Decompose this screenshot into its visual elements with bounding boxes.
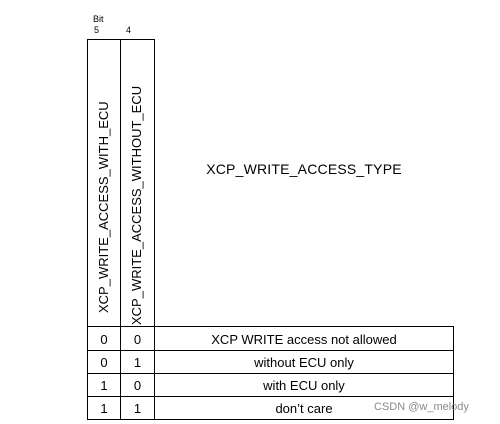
row-3-description: with ECU only (263, 378, 345, 393)
row-3-bit5: 1 (100, 378, 108, 393)
row-4-bit4: 1 (133, 401, 142, 416)
row-2-description: without ECU only (254, 355, 354, 370)
row-divider-1 (87, 350, 454, 351)
header-bottom-border (87, 326, 454, 327)
row-divider-2 (87, 373, 454, 374)
access-type-title: XCP_WRITE_ACCESS_TYPE (206, 161, 402, 177)
bit-header-label: Bit (93, 14, 104, 24)
column-divider-bit5-bit4 (120, 39, 121, 420)
row-4-bit5: 1 (100, 401, 108, 416)
column-divider-bit4-desc (154, 39, 155, 420)
row-3-bit4: 0 (133, 378, 142, 393)
bit-number-5: 5 (94, 25, 100, 35)
row-1-bit4: 0 (133, 332, 142, 347)
table-bottom-border (87, 419, 454, 420)
row-1-description: XCP WRITE access not allowed (211, 332, 397, 347)
column-header-without-ecu: XCP_WRITE_ACCESS_WITHOUT_ECU (129, 85, 144, 325)
row-2-bit4: 1 (133, 355, 142, 370)
bit-number-4: 4 (126, 25, 132, 35)
table-border-left (87, 39, 88, 420)
header-top-border (87, 39, 155, 40)
row-1-bit5: 0 (100, 332, 108, 347)
row-4-description: don’t care (275, 401, 333, 416)
row-divider-3 (87, 396, 454, 397)
watermark: CSDN @w_melody (374, 401, 469, 413)
column-header-with-ecu: XCP_WRITE_ACCESS_WITH_ECU (96, 101, 111, 313)
row-2-bit5: 0 (100, 355, 108, 370)
